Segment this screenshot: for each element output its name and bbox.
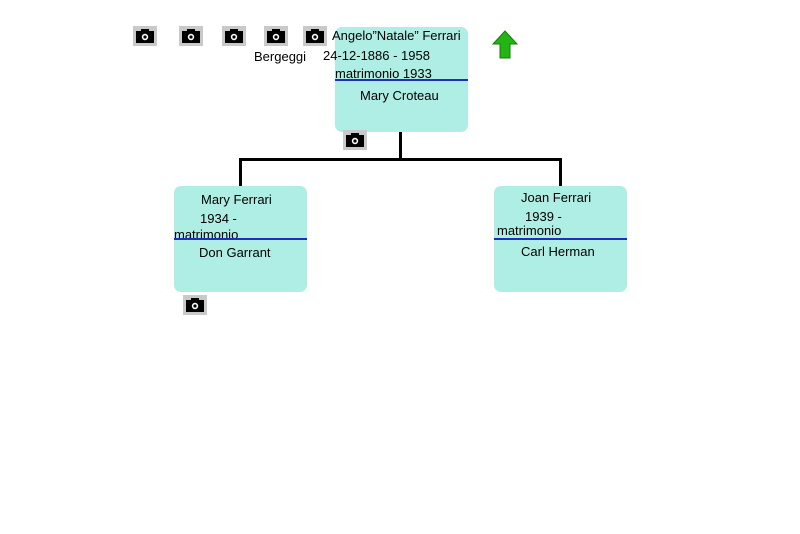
root-person-name[interactable]: Angelo”Natale” Ferrari xyxy=(332,28,461,43)
child-spouse-name[interactable]: Carl Herman xyxy=(521,244,595,259)
birthplace-label: Bergeggi xyxy=(254,49,307,64)
camera-icon[interactable] xyxy=(264,26,288,46)
child-name[interactable]: Mary Ferrari xyxy=(201,192,272,207)
camera-icon[interactable] xyxy=(183,295,207,315)
child-dates: 1934 - xyxy=(200,211,237,226)
marriage-divider xyxy=(494,238,627,240)
camera-icon[interactable] xyxy=(133,26,157,46)
camera-icon[interactable] xyxy=(303,26,327,46)
marriage-divider xyxy=(174,238,307,240)
tree-connector-horizontal xyxy=(239,158,562,161)
child-marriage-label: matrimonio xyxy=(497,223,562,238)
up-arrow-icon[interactable] xyxy=(491,30,519,62)
marriage-divider xyxy=(335,79,468,81)
tree-connector-vertical xyxy=(399,132,402,160)
camera-icon[interactable] xyxy=(222,26,246,46)
root-spouse-name[interactable]: Mary Croteau xyxy=(360,88,439,103)
camera-icon[interactable] xyxy=(343,130,367,150)
camera-icon[interactable] xyxy=(179,26,203,46)
root-marriage-label: matrimonio 1933 xyxy=(335,66,432,81)
child-spouse-name[interactable]: Don Garrant xyxy=(199,245,271,260)
child-name[interactable]: Joan Ferrari xyxy=(521,190,592,205)
tree-connector-left xyxy=(239,158,242,187)
root-person-dates: 24-12-1886 - 1958 xyxy=(323,48,430,63)
child-dates: 1939 - xyxy=(525,209,562,224)
tree-connector-right xyxy=(559,158,562,187)
